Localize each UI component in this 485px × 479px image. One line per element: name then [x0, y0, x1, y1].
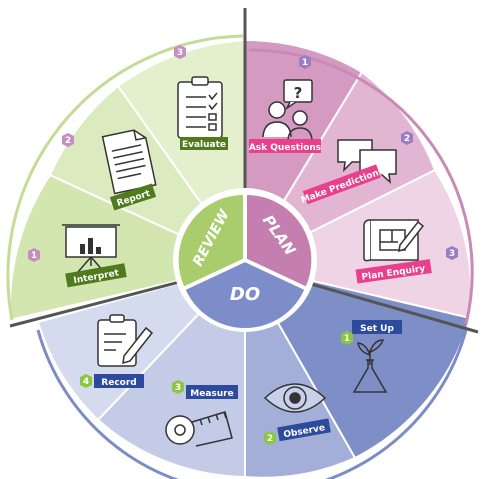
set-up-label: Set Up	[360, 324, 394, 334]
ask-questions-number-badge	[299, 55, 311, 69]
clipboard-pencil-icon	[97, 314, 154, 367]
ask-questions-label: Ask Questions	[249, 143, 321, 153]
measure-number-badge	[172, 380, 184, 394]
record-label: Record	[101, 378, 136, 388]
set-up-number-badge	[341, 331, 353, 345]
step-observe: Observe 2	[263, 383, 331, 445]
step-measure: Measure 3	[165, 380, 238, 447]
evaluate-number: 3	[177, 48, 183, 58]
report-label-bg	[109, 183, 157, 211]
record-label-bg	[94, 374, 144, 388]
checklist-clipboard-icon	[177, 76, 223, 139]
measure-label-bg	[186, 385, 238, 399]
ask-questions-label-bg	[249, 139, 321, 153]
evaluate-number-badge	[174, 45, 186, 59]
interpret-number: 1	[31, 251, 37, 261]
evaluate-label: Evaluate	[182, 140, 226, 150]
hub-do	[185, 260, 305, 328]
review-rim	[6, 34, 244, 321]
do-rim	[36, 329, 468, 479]
make-predictions-number: 2	[404, 134, 410, 144]
step-interpret: Interpret 1	[28, 224, 127, 288]
plan-enquiry-label-bg	[355, 259, 432, 284]
record-number-badge	[80, 374, 92, 388]
hub: REVIEW PLAN DO	[173, 188, 317, 332]
interpret-number-badge	[28, 248, 40, 262]
svg-text:?: ?	[294, 84, 303, 102]
eye-icon	[263, 383, 327, 413]
measure-number: 3	[175, 383, 181, 393]
observe-number-badge	[264, 431, 276, 445]
report-number-badge	[62, 133, 74, 147]
plan-enquiry-number-badge	[446, 246, 458, 260]
presentation-board-icon	[62, 224, 120, 273]
step-evaluate: Evaluate 3	[174, 45, 228, 150]
hub-do-label: DO	[230, 284, 260, 305]
step-record: Record 4	[80, 314, 154, 388]
flask-plant-icon	[352, 339, 388, 393]
plan-enquiry-sector	[242, 168, 473, 320]
evaluate-label-bg	[180, 137, 228, 150]
blueprint-pencil-icon	[363, 219, 425, 262]
report-number: 2	[65, 136, 71, 146]
observe-number: 2	[267, 434, 273, 444]
observe-label-bg	[277, 418, 331, 442]
document-icon	[101, 129, 157, 195]
make-predictions-label-bg	[302, 164, 381, 205]
measure-label: Measure	[190, 389, 233, 399]
step-ask-questions: ? Ask Questions 1	[249, 55, 321, 153]
hub-plan	[245, 194, 312, 288]
step-set-up: Set Up 1	[341, 320, 402, 393]
record-number: 4	[83, 377, 89, 387]
set-up-number: 1	[344, 334, 350, 344]
tape-measure-icon	[165, 411, 233, 447]
people-question-icon: ?	[262, 79, 313, 141]
plan-enquiry-number: 3	[449, 249, 455, 259]
ask-questions-number: 1	[302, 58, 308, 68]
set-up-label-bg	[352, 320, 402, 334]
hub-review	[178, 194, 245, 288]
make-predictions-number-badge	[401, 131, 413, 145]
interpret-label-bg	[65, 263, 127, 288]
